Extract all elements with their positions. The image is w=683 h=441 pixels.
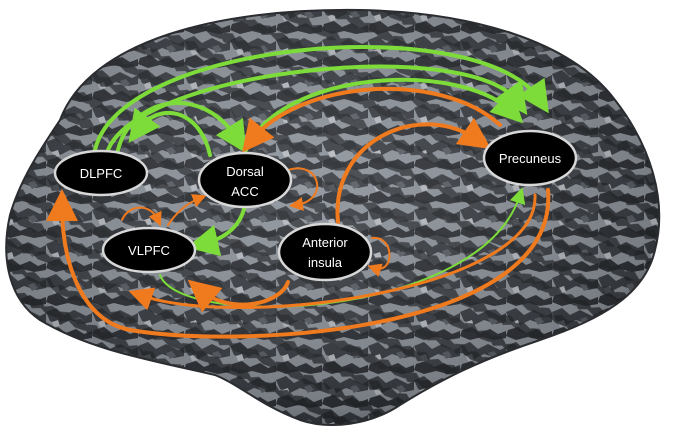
node-label-anterior-insula-line1: Anterior [302,235,348,250]
node-label-dorsal-acc-line1: Dorsal [226,164,264,179]
orange-connections [46,86,551,339]
arrow-dorsal-acc-to-dlpfc [128,107,212,157]
node-label-dorsal-acc-line2: ACC [231,184,258,199]
node-precuneus: Precuneus [482,129,578,187]
arrow-insula-to-precuneus [335,117,492,224]
node-label-dlpfc: DLPFC [80,166,123,181]
self-loop-dorsal-acc [287,167,319,211]
arrow-vlpfc-to-vlpfc-loop [121,206,162,227]
node-anterior-insula: Anterior insula [277,222,373,282]
arrow-insula-to-vlpfc [187,279,290,313]
arrow-vlpfc-to-dorsal-acc [167,194,207,226]
arrow-precuneus-to-dorsal-acc [241,86,502,153]
arrow-dlpfc-to-dorsal-acc-outer [116,101,247,154]
node-label-vlpfc: VLPFC [128,243,170,258]
node-label-precuneus: Precuneus [499,151,562,166]
node-dlpfc: DLPFC [53,149,149,197]
arrow-dlpfc-to-precuneus-outer [93,45,549,152]
self-loop-anterior-insula [367,236,391,277]
arrow-precuneus-to-dlpfc [46,188,551,339]
node-vlpfc: VLPFC [101,226,197,274]
node-label-anterior-insula-line2: insula [308,255,343,270]
arrow-dorsal-acc-to-vlpfc [186,203,247,257]
node-dorsal-acc: Dorsal ACC [197,151,293,209]
